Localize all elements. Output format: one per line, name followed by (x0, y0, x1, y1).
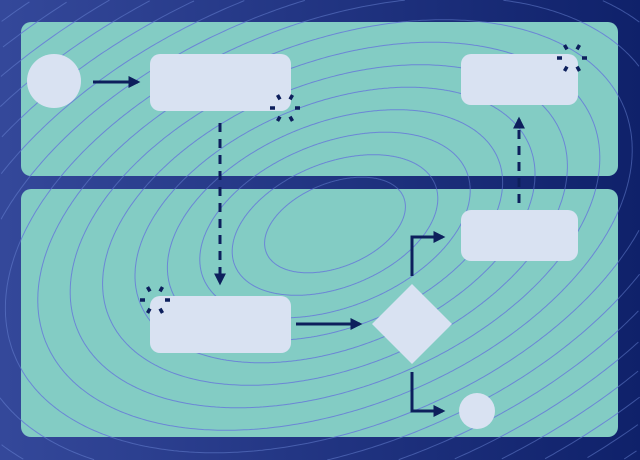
start-node (27, 54, 81, 108)
process-node-4 (461, 54, 578, 105)
arrow-branch-up (410, 231, 446, 276)
sparkle-icon (557, 44, 587, 72)
sparkle-icon (140, 286, 170, 314)
decision-node (372, 284, 452, 364)
process-node-2 (150, 296, 291, 353)
arrow-branch-down (410, 372, 446, 417)
contour-line (37, 22, 618, 431)
end-node (459, 393, 495, 429)
contour-line (21, 22, 618, 437)
contour-line (69, 41, 601, 409)
contour-line (231, 154, 439, 296)
contour-line (166, 109, 504, 341)
process-node-3 (461, 210, 578, 261)
contour-line (199, 131, 471, 319)
sparkle-icon (270, 94, 300, 122)
contour-line (102, 64, 568, 386)
process-node-1 (150, 54, 291, 111)
contour-line (134, 86, 536, 364)
